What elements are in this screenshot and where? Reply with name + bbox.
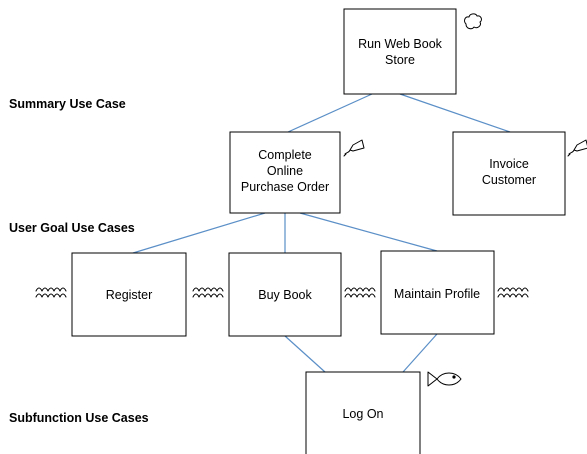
- use-case-log-on: Log On: [305, 371, 421, 454]
- use-case-label-line: Register: [106, 288, 153, 302]
- wave-icon: [344, 287, 376, 298]
- connector-store-to-purchase: [287, 93, 373, 133]
- kite-icon: [567, 139, 587, 157]
- level-label-user-goal: User Goal Use Cases: [9, 221, 135, 235]
- level-label-subfunction: Subfunction Use Cases: [9, 411, 149, 425]
- use-case-label-line: Run Web Book: [358, 37, 443, 51]
- use-case-label-line: Invoice: [489, 157, 529, 171]
- connector-purchase-to-maintainprofile: [299, 212, 438, 252]
- kite-icon: [343, 139, 365, 157]
- use-case-label-line: Customer: [482, 173, 536, 187]
- connector-purchase-to-register: [132, 212, 266, 254]
- use-case-complete-online-purchase-order: Complete Online Purchase Order: [229, 131, 341, 214]
- use-case-label-line: Maintain Profile: [394, 287, 480, 301]
- use-case-label-line: Online: [267, 164, 303, 178]
- use-case-buy-book: Buy Book: [228, 252, 342, 337]
- use-case-register: Register: [71, 252, 187, 337]
- use-case-label-line: Log On: [342, 407, 383, 421]
- use-case-run-web-book-store: Run Web Book Store: [343, 8, 457, 95]
- fish-icon: [427, 371, 462, 387]
- use-case-label-line: Complete: [258, 148, 312, 162]
- use-case-label-line: Purchase Order: [241, 180, 329, 194]
- wave-icon: [35, 287, 67, 298]
- connector-maintainprofile-to-logon: [402, 333, 438, 373]
- level-label-summary: Summary Use Case: [9, 97, 126, 111]
- connector-buybook-to-logon: [284, 335, 326, 373]
- use-case-invoice-customer: Invoice Customer: [452, 131, 566, 216]
- wave-icon: [192, 287, 224, 298]
- use-case-label-line: Buy Book: [258, 288, 312, 302]
- wave-icon: [497, 287, 529, 298]
- use-case-maintain-profile: Maintain Profile: [380, 250, 495, 335]
- connector-store-to-invoice: [399, 93, 511, 133]
- use-case-label-line: Store: [385, 53, 415, 67]
- cloud-icon: [464, 13, 482, 30]
